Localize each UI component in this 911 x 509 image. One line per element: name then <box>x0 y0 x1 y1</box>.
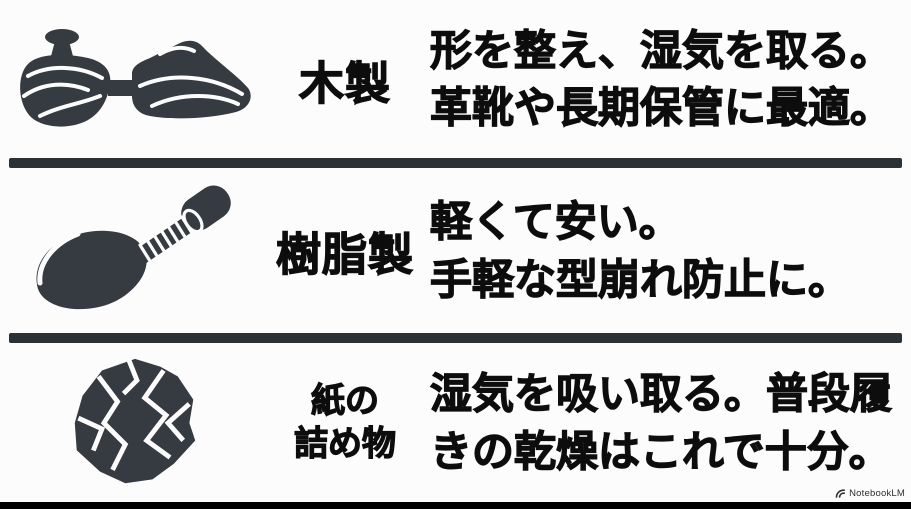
row-label-paper: 紙の 詰め物 <box>270 380 420 465</box>
desc-line: 手軽な型崩れ防止に。 <box>429 255 851 303</box>
row-label-wooden: 木製 <box>270 47 420 112</box>
notebooklm-watermark: NotebookLM <box>835 488 905 499</box>
crumpled-paper-icon <box>74 357 196 483</box>
bottom-bar <box>0 502 911 509</box>
row-desc-wooden: 形を整え、湿気を取る。 革靴や長期保管に最適。 <box>420 22 911 136</box>
row-label-plastic: 樹脂製 <box>270 218 420 283</box>
row-desc-paper: 湿気を吸い取る。普段履 きの乾燥はこれで十分。 <box>420 365 911 479</box>
label-line: 樹脂製 <box>275 228 414 280</box>
desc-line: きの乾燥はこれで十分。 <box>429 427 891 475</box>
crumpled-paper-icon <box>0 355 270 491</box>
desc-line: 革靴や長期保管に最適。 <box>429 83 893 131</box>
row-paper: 紙の 詰め物 湿気を吸い取る。普段履 きの乾燥はこれで十分。 <box>0 343 911 502</box>
desc-line: 湿気を吸い取る。普段履 <box>429 370 893 418</box>
desc-line: 形を整え、湿気を取る。 <box>429 26 893 74</box>
row-divider <box>9 333 902 343</box>
label-line: 木製 <box>298 57 391 109</box>
desc-line: 軽くて安い。 <box>429 198 681 246</box>
row-divider <box>9 158 902 168</box>
label-line: 詰め物 <box>293 424 396 463</box>
wooden-shoe-tree-icon <box>20 29 251 127</box>
plastic-spring-shoe-tree-icon <box>0 181 270 321</box>
brand-label: NotebookLM <box>849 488 905 499</box>
row-desc-plastic: 軽くて安い。 手軽な型崩れ防止に。 <box>420 193 911 307</box>
label-line: 紙の <box>310 381 379 420</box>
row-plastic: 樹脂製 軽くて安い。 手軽な型崩れ防止に。 <box>0 168 911 333</box>
row-wooden: 木製 形を整え、湿気を取る。 革靴や長期保管に最適。 <box>0 0 911 158</box>
wooden-shoe-tree-icon <box>0 24 270 134</box>
notebooklm-logo-icon <box>835 489 846 498</box>
plastic-spring-shoe-tree-icon <box>36 184 231 309</box>
